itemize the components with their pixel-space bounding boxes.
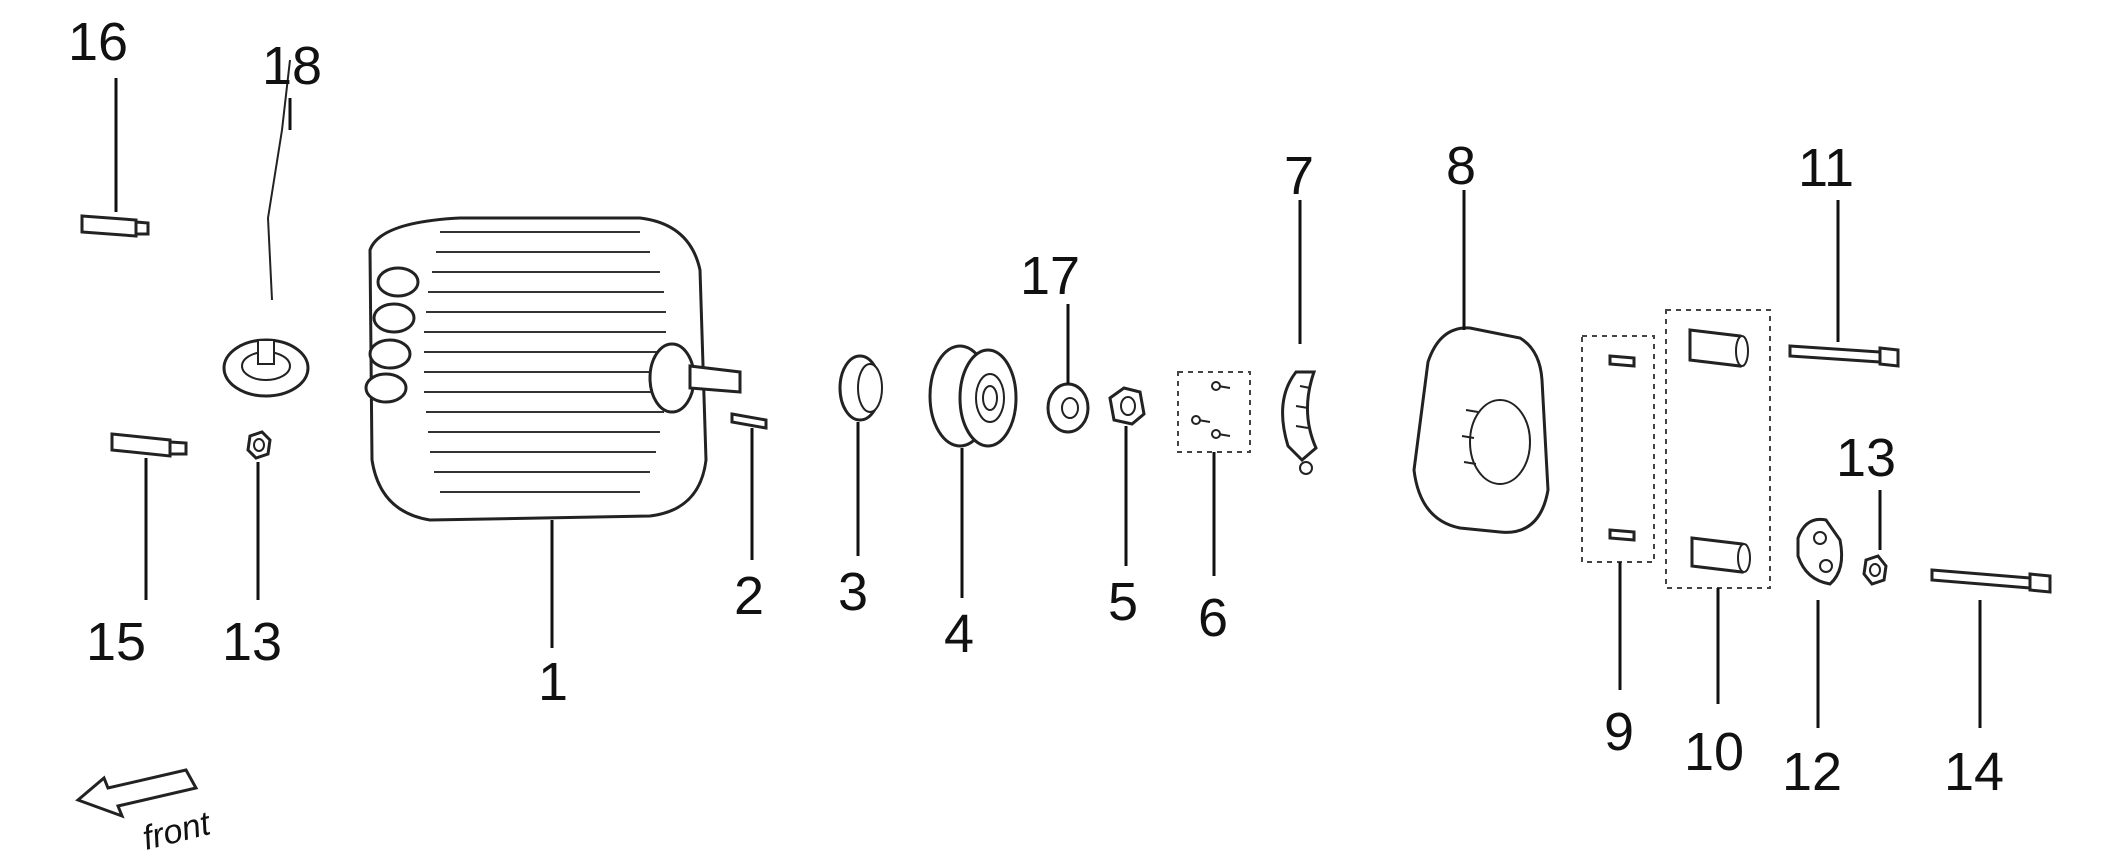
callout-6: 6 — [1198, 588, 1228, 648]
part-5-nut — [1108, 386, 1146, 426]
part-15-bolt — [110, 432, 188, 458]
part-9-screw-set — [1581, 335, 1655, 563]
callout-1: 1 — [538, 652, 568, 712]
callout-8: 8 — [1446, 136, 1476, 196]
part-13-nut-right — [1862, 554, 1888, 586]
callout-18: 18 — [262, 36, 322, 96]
callout-7: 7 — [1284, 146, 1314, 206]
callout-11: 11 — [1798, 138, 1854, 198]
part-14-long-bolt — [1930, 568, 2052, 594]
callout-14: 14 — [1944, 742, 2004, 802]
part-18-sensor — [222, 59, 310, 398]
front-label: front — [139, 804, 216, 858]
callout-15: 15 — [86, 612, 146, 672]
part-17-washer — [1046, 382, 1090, 434]
part-6-screw-set — [1177, 371, 1251, 453]
callout-13-right: 13 — [1836, 428, 1896, 488]
part-1-motor — [364, 216, 742, 522]
callout-labels: 16 18 15 13 1 2 3 4 17 5 6 7 8 9 10 11 1… — [68, 12, 2004, 858]
part-10-bushing-set — [1665, 309, 1771, 589]
callout-16: 16 — [68, 12, 128, 72]
part-4-pulley — [928, 344, 1018, 448]
callout-12: 12 — [1782, 742, 1842, 802]
part-12-bracket — [1796, 517, 1844, 586]
part-16-bolt — [80, 214, 150, 238]
callout-9: 9 — [1604, 702, 1634, 762]
callout-17: 17 — [1020, 246, 1080, 306]
part-11-long-bolt — [1788, 344, 1900, 368]
callout-3: 3 — [838, 562, 868, 622]
part-3-spacer — [838, 354, 883, 422]
front-arrow-icon — [75, 768, 199, 819]
callout-4: 4 — [944, 604, 974, 664]
callout-13-left: 13 — [222, 612, 282, 672]
part-13-nut-left — [246, 430, 272, 460]
part-8-cover — [1412, 326, 1550, 534]
part-7-plate — [1281, 370, 1318, 475]
leader-lines — [114, 78, 1982, 728]
callout-5: 5 — [1108, 572, 1138, 632]
callout-2: 2 — [734, 566, 764, 626]
callout-10: 10 — [1684, 722, 1744, 782]
part-2-key — [730, 412, 768, 430]
